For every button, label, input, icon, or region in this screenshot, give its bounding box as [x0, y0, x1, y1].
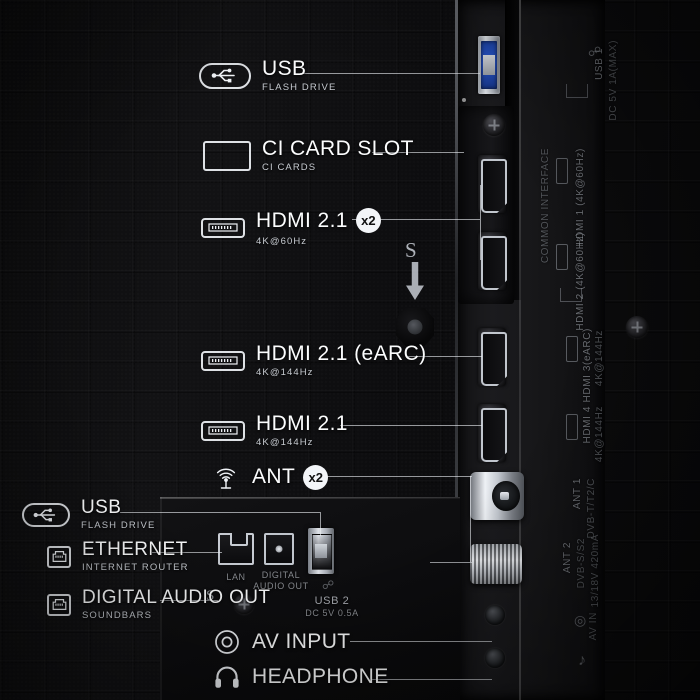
callout-title: HEADPHONE [252, 665, 389, 689]
service-mark-letter: S [405, 238, 418, 262]
marking-av-in: AV IN [588, 612, 599, 641]
callout-subtitle: 4K@144Hz [256, 437, 314, 449]
av-input-jack [485, 605, 505, 625]
callout-title: AV INPUT [252, 630, 351, 654]
marking-hdmi3-name: HDMI 3(eARC) [582, 328, 593, 403]
panel-screw-right [626, 316, 648, 338]
callout-ci-card: CI CARD SLOT CI CARDS [203, 138, 414, 173]
hdmi1-glyph-icon [556, 158, 568, 184]
hdmi-icon [201, 350, 245, 371]
hdmi4-glyph-icon [566, 414, 578, 440]
callout-hdmi-144: HDMI 2.1 4K@144Hz [201, 413, 348, 448]
usb-3-port [478, 36, 500, 94]
callout-av-input: AV INPUT [213, 628, 351, 656]
headphone-glyph-icon: ♪ [578, 652, 586, 669]
quantity-badge: x2 [355, 208, 381, 233]
marking-digital-audio-line1: DIGITAL [261, 570, 301, 580]
headphone-icon [213, 664, 241, 690]
callout-headphone: HEADPHONE [213, 664, 389, 690]
callout-title: HDMI 2.1 [256, 412, 348, 435]
callout-subtitle: FLASH DRIVE [81, 520, 156, 532]
callout-ethernet: ETHERNET INTERNET ROUTER [47, 540, 189, 573]
marking-common-interface: COMMON INTERFACE [540, 148, 551, 264]
usb1-bracket [566, 84, 588, 98]
antenna-connector-1 [470, 472, 524, 520]
marking-ant2-spec: DVB-S/S2 [576, 538, 587, 589]
callout-ant: ANT x2 [211, 462, 329, 492]
marking-hdmi4-spec: 4K@144Hz [594, 406, 605, 463]
marking-hdmi4-name: HDMI 4 [582, 406, 593, 444]
recess-edge-highlight [519, 0, 521, 700]
leader-headphone [372, 679, 492, 680]
hdmi-port-3 [478, 328, 506, 386]
marking-hdmi2: HDMI 2 (4K@60Hz) [575, 232, 586, 331]
panel-screw-top [483, 114, 505, 136]
leader-ant-v [470, 476, 471, 562]
callout-hdmi-earc: HDMI 2.1 (eARC) 4K@144Hz [201, 343, 427, 378]
hdmi-port-1 [478, 155, 506, 213]
av-in-glyph-icon: ◎ [574, 612, 587, 628]
leader-usb-bottom-v [320, 512, 321, 536]
usb-icon [22, 502, 70, 527]
antenna-icon [211, 462, 241, 492]
hdmi3-glyph-icon [566, 336, 578, 362]
tray-rim [160, 497, 460, 499]
ethernet-icon [47, 545, 71, 568]
leader-av-input [350, 641, 492, 642]
callout-title: ANT [252, 465, 296, 489]
cable-grommet [396, 308, 434, 346]
headphone-jack [485, 648, 505, 668]
callout-title: DIGITAL AUDIO OUT [82, 587, 271, 608]
usb2-glyph-icon: ☍ [322, 578, 335, 592]
ethernet-icon [47, 593, 71, 616]
leader-hdmi-144 [340, 425, 482, 426]
rca-icon [213, 628, 241, 656]
marking-hdmi3-spec: 4K@144Hz [594, 330, 605, 387]
ci-card-slot-marker [462, 98, 466, 102]
hdmi-port-4 [478, 404, 506, 462]
callout-title: HDMI 2.1 (eARC) [256, 342, 427, 365]
usb-2-port [308, 528, 334, 574]
callout-title: USB [262, 57, 307, 80]
marking-ant1-spec: DVB-T/T2/C [586, 478, 597, 539]
hdmi-icon [201, 420, 245, 441]
hdmi-icon [201, 217, 245, 238]
leader-ant-a [320, 476, 472, 477]
hdmi2-glyph-icon [556, 244, 568, 270]
hdmi-port-2 [478, 232, 506, 290]
usb-icon [199, 62, 251, 89]
callout-subtitle: 4K@144Hz [256, 367, 314, 379]
callout-subtitle: SOUNDBARS [82, 610, 153, 622]
lan-port [218, 533, 254, 565]
callout-title: USB [81, 497, 122, 518]
antenna-connector-2 [470, 544, 522, 584]
marking-usb2-spec: DC 5V 0.5A [305, 608, 359, 618]
callout-title: ETHERNET [82, 539, 188, 560]
callout-subtitle: CI CARDS [262, 162, 317, 174]
marking-ant2-name: ANT 2 [562, 542, 573, 574]
marking-usb1-name: USB 1 [594, 48, 605, 80]
optical-audio-port [264, 533, 294, 565]
leader-hdmi-60-v [480, 185, 481, 260]
marking-usb1-spec: DC 5V 1A(MAX) [608, 40, 619, 121]
marking-usb2-name: USB 2 [314, 595, 350, 607]
marking-ant1-name: ANT 1 [572, 478, 583, 510]
marking-ant2-power: 13/18V 420mA [590, 534, 601, 608]
callout-title: HDMI 2.1 [256, 208, 348, 232]
callout-usb-top: USB FLASH DRIVE [199, 58, 336, 93]
hdmi-bracket [560, 288, 582, 302]
leader-ant-b [430, 562, 472, 563]
ci-card-icon [203, 140, 251, 171]
callout-usb-bottom: USB FLASH DRIVE [22, 498, 155, 531]
callout-subtitle: 4K@60Hz [256, 236, 308, 247]
callout-title: CI CARD SLOT [262, 137, 414, 160]
callout-hdmi-60: HDMI 2.1 x2 4K@60Hz [201, 208, 381, 247]
callout-subtitle: FLASH DRIVE [262, 82, 337, 94]
quantity-badge: x2 [303, 464, 329, 490]
callout-subtitle: INTERNET ROUTER [82, 562, 189, 574]
callout-digital-audio-out: DIGITAL AUDIO OUT SOUNDBARS [47, 588, 270, 621]
